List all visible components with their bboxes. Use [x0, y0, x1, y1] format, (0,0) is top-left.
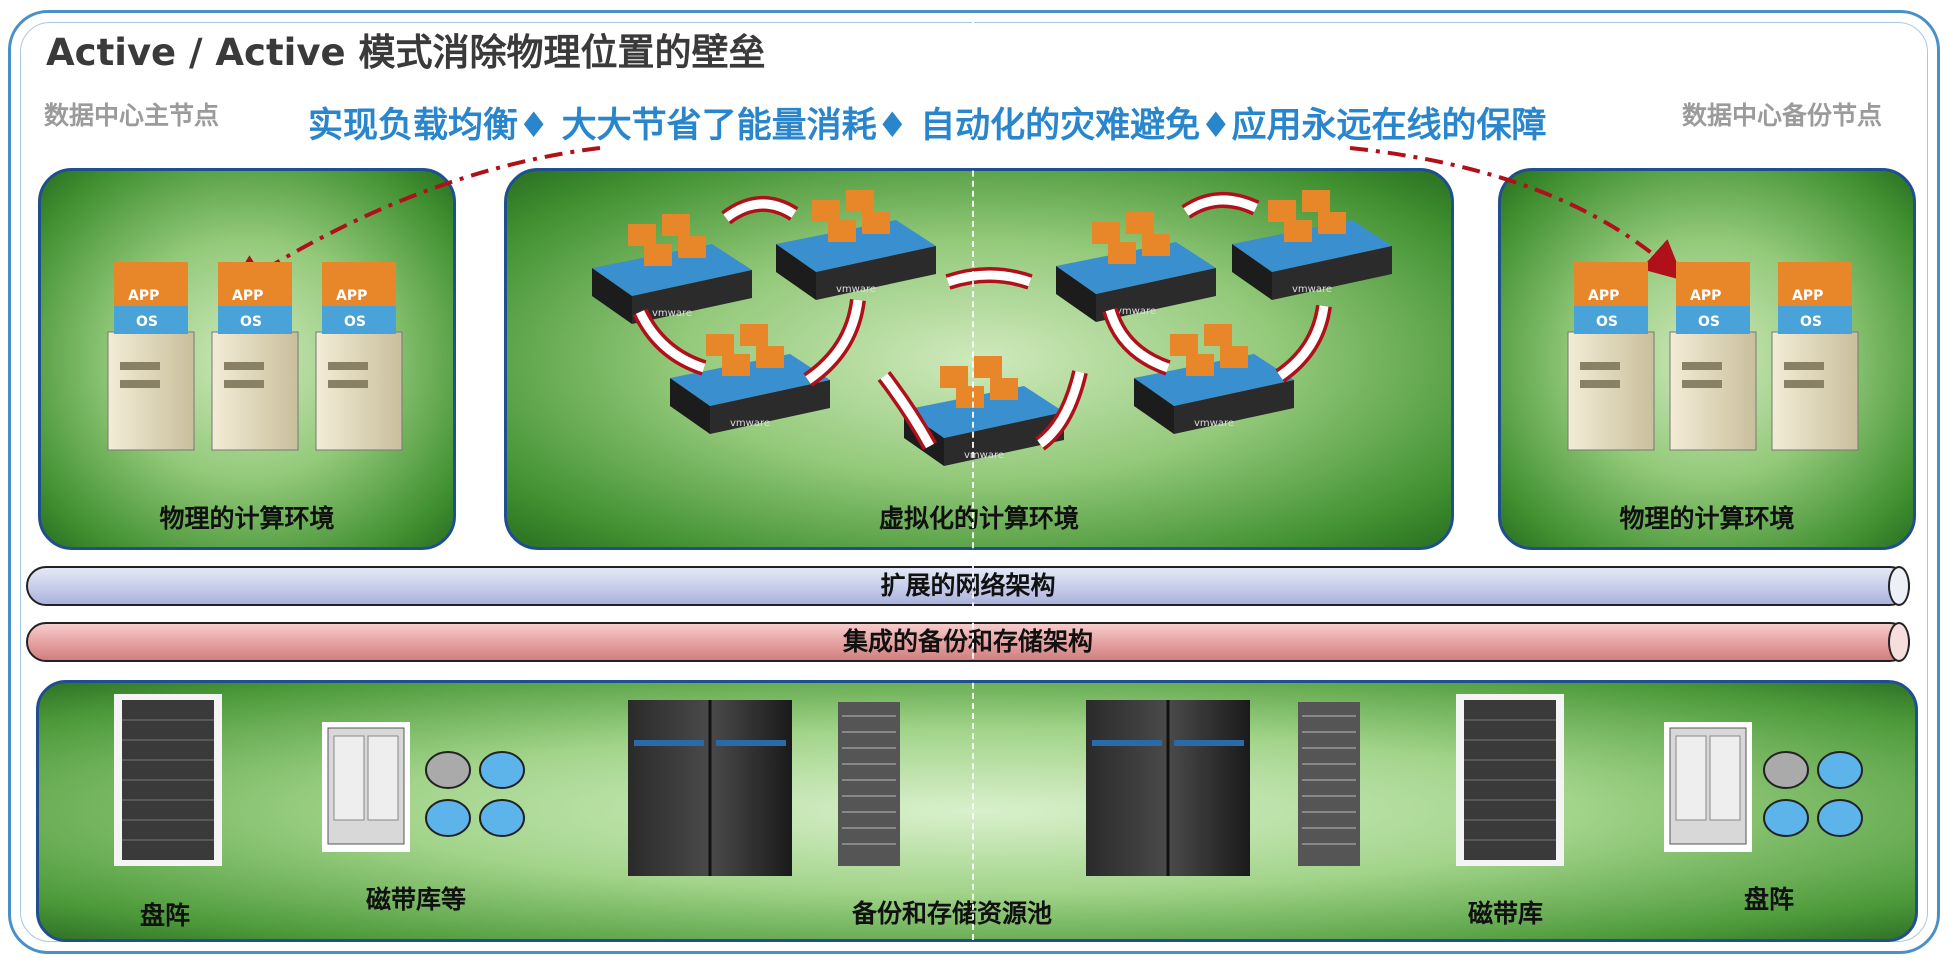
disk-array-left-label: 盘阵 — [140, 901, 191, 930]
tape-library-right — [1664, 722, 1752, 852]
tape-bubbles-right — [1763, 751, 1863, 837]
svg-text:vmware: vmware — [1116, 306, 1156, 317]
svg-text:vmware: vmware — [1292, 284, 1332, 295]
storage-bar-cap — [1888, 622, 1910, 662]
tape-library-left-label: 磁带库等 — [366, 885, 467, 914]
storage-bar-label: 集成的备份和存储架构 — [842, 627, 1093, 656]
disk-array-right-label: 盘阵 — [1744, 885, 1795, 914]
disk-array-left — [114, 694, 222, 866]
svg-text:vmware: vmware — [730, 418, 770, 429]
physical-servers-right: APP OS APP OS APP OS — [1567, 262, 1859, 451]
tape-library-right-label: 磁带库 — [1468, 899, 1544, 928]
network-bar-label: 扩展的网络架构 — [880, 571, 1056, 600]
page-title: Active / Active 模式消除物理位置的壁垒 — [46, 31, 766, 74]
svg-text:APP: APP — [1588, 288, 1619, 304]
left-physical-label: 物理的计算环境 — [159, 504, 335, 533]
storage-bar: 集成的备份和存储架构 — [26, 622, 1910, 662]
svg-text:OS: OS — [1698, 314, 1720, 330]
network-bar: 扩展的网络架构 — [26, 566, 1910, 606]
failover-arrow-right — [1349, 146, 1684, 281]
right-physical-label: 物理的计算环境 — [1619, 504, 1795, 533]
storage-rack-right-a — [1086, 700, 1250, 876]
disk-array-right — [1456, 694, 1564, 866]
virtual-compute-label: 虚拟化的计算环境 — [878, 504, 1079, 533]
tape-library-left — [322, 722, 410, 852]
esx-hosts: vmware vmware vmware vmware — [592, 190, 1392, 466]
svg-text:vmware: vmware — [652, 308, 692, 319]
failover-arrow-left — [226, 146, 601, 294]
storage-rack-left-a — [628, 700, 792, 876]
svg-text:vmware: vmware — [1194, 418, 1234, 429]
svg-text:vmware: vmware — [964, 450, 1004, 461]
svg-text:APP: APP — [1690, 288, 1721, 304]
svg-text:OS: OS — [240, 314, 262, 330]
site-divider — [972, 20, 976, 950]
physical-servers-left: APP OS APP OS APP OS — [107, 262, 403, 451]
svg-text:vmware: vmware — [836, 284, 876, 295]
svg-text:APP: APP — [128, 288, 159, 304]
svg-text:APP: APP — [336, 288, 367, 304]
storage-rack-left-b — [838, 702, 900, 866]
network-bar-cap — [1888, 566, 1910, 606]
svg-text:OS: OS — [1800, 314, 1822, 330]
svg-text:APP: APP — [232, 288, 263, 304]
svg-text:OS: OS — [344, 314, 366, 330]
backup-node-label: 数据中心备份节点 — [1682, 101, 1883, 130]
tape-bubbles-left — [425, 751, 525, 837]
svg-text:APP: APP — [1792, 288, 1823, 304]
vmotion-arrows — [632, 191, 1332, 451]
storage-rack-right-b — [1298, 702, 1360, 866]
storage-pool-label: 备份和存储资源池 — [852, 899, 1053, 928]
primary-node-label: 数据中心主节点 — [44, 101, 220, 130]
svg-text:OS: OS — [1596, 314, 1618, 330]
benefits-text: 实现负载均衡♦ 大大节省了能量消耗♦ 自动化的灾难避免♦应用永远在线的保障 — [308, 106, 1547, 146]
svg-text:OS: OS — [136, 314, 158, 330]
outer-frame — [8, 10, 1940, 954]
